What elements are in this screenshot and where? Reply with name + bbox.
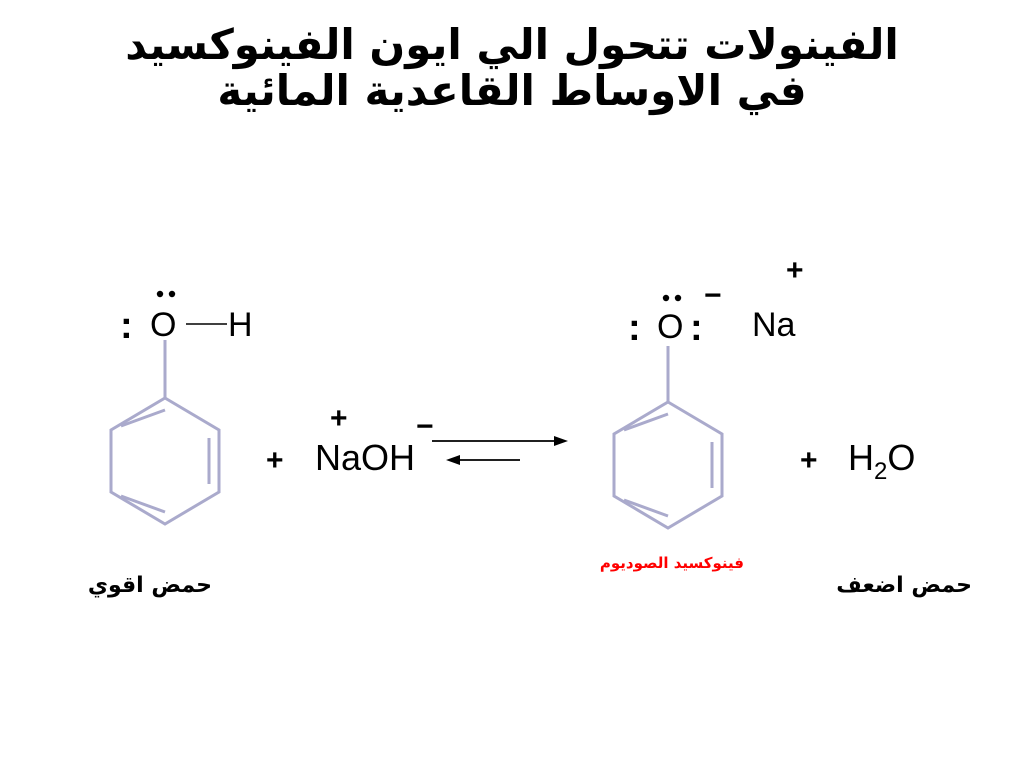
phenoxide-top-lone-pair-dot-1 <box>662 294 670 302</box>
title-line-1: الفينولات تتحول الي ايون الفينوكسيد <box>125 20 899 69</box>
naoh-minus-charge: − <box>416 410 434 443</box>
phenoxide-right-lone-pair: : <box>690 307 703 349</box>
water-subscript: 2 <box>874 458 887 485</box>
water-o: O <box>887 437 915 478</box>
equilibrium-arrows-icon <box>432 436 568 465</box>
phenoxide-minus-charge: − <box>704 279 722 312</box>
phenol-top-lone-pair-dot-1 <box>156 290 164 298</box>
sodium-ion: Na <box>752 306 796 344</box>
weaker-acid-label: حمض اضعف <box>836 573 972 598</box>
water-h: H <box>848 437 874 478</box>
phenoxide-left-lone-pair: : <box>628 307 641 349</box>
phenol-hydrogen: H <box>228 306 253 344</box>
slide-title: الفينولات تتحول الي ايون الفينوكسيد في ا… <box>100 22 924 114</box>
phenoxide-oxygen: O <box>657 308 683 346</box>
benzene-ring-icon <box>612 400 724 530</box>
sodium-phenoxide-label: فينوكسيد الصوديوم <box>600 554 744 572</box>
plus-sign-2: + <box>800 444 818 477</box>
phenol-top-lone-pair-dot-2 <box>168 290 176 298</box>
plus-sign-1: + <box>266 444 284 477</box>
phenol-oxygen: O <box>150 306 176 344</box>
sodium-plus-charge: + <box>786 254 804 287</box>
naoh-formula: NaOH <box>315 437 415 478</box>
naoh-plus-charge: + <box>330 402 348 435</box>
title-line-2: في الاوساط القاعدية المائية <box>217 66 807 115</box>
phenol-structure: : O H <box>109 290 253 526</box>
water-formula: H2O <box>848 437 915 485</box>
phenoxide-structure: : O : − <box>612 279 724 530</box>
benzene-ring-icon <box>109 396 221 526</box>
phenoxide-top-lone-pair-dot-2 <box>674 294 682 302</box>
stronger-acid-label: حمض اقوي <box>88 573 212 598</box>
phenol-left-lone-pair: : <box>120 305 133 347</box>
